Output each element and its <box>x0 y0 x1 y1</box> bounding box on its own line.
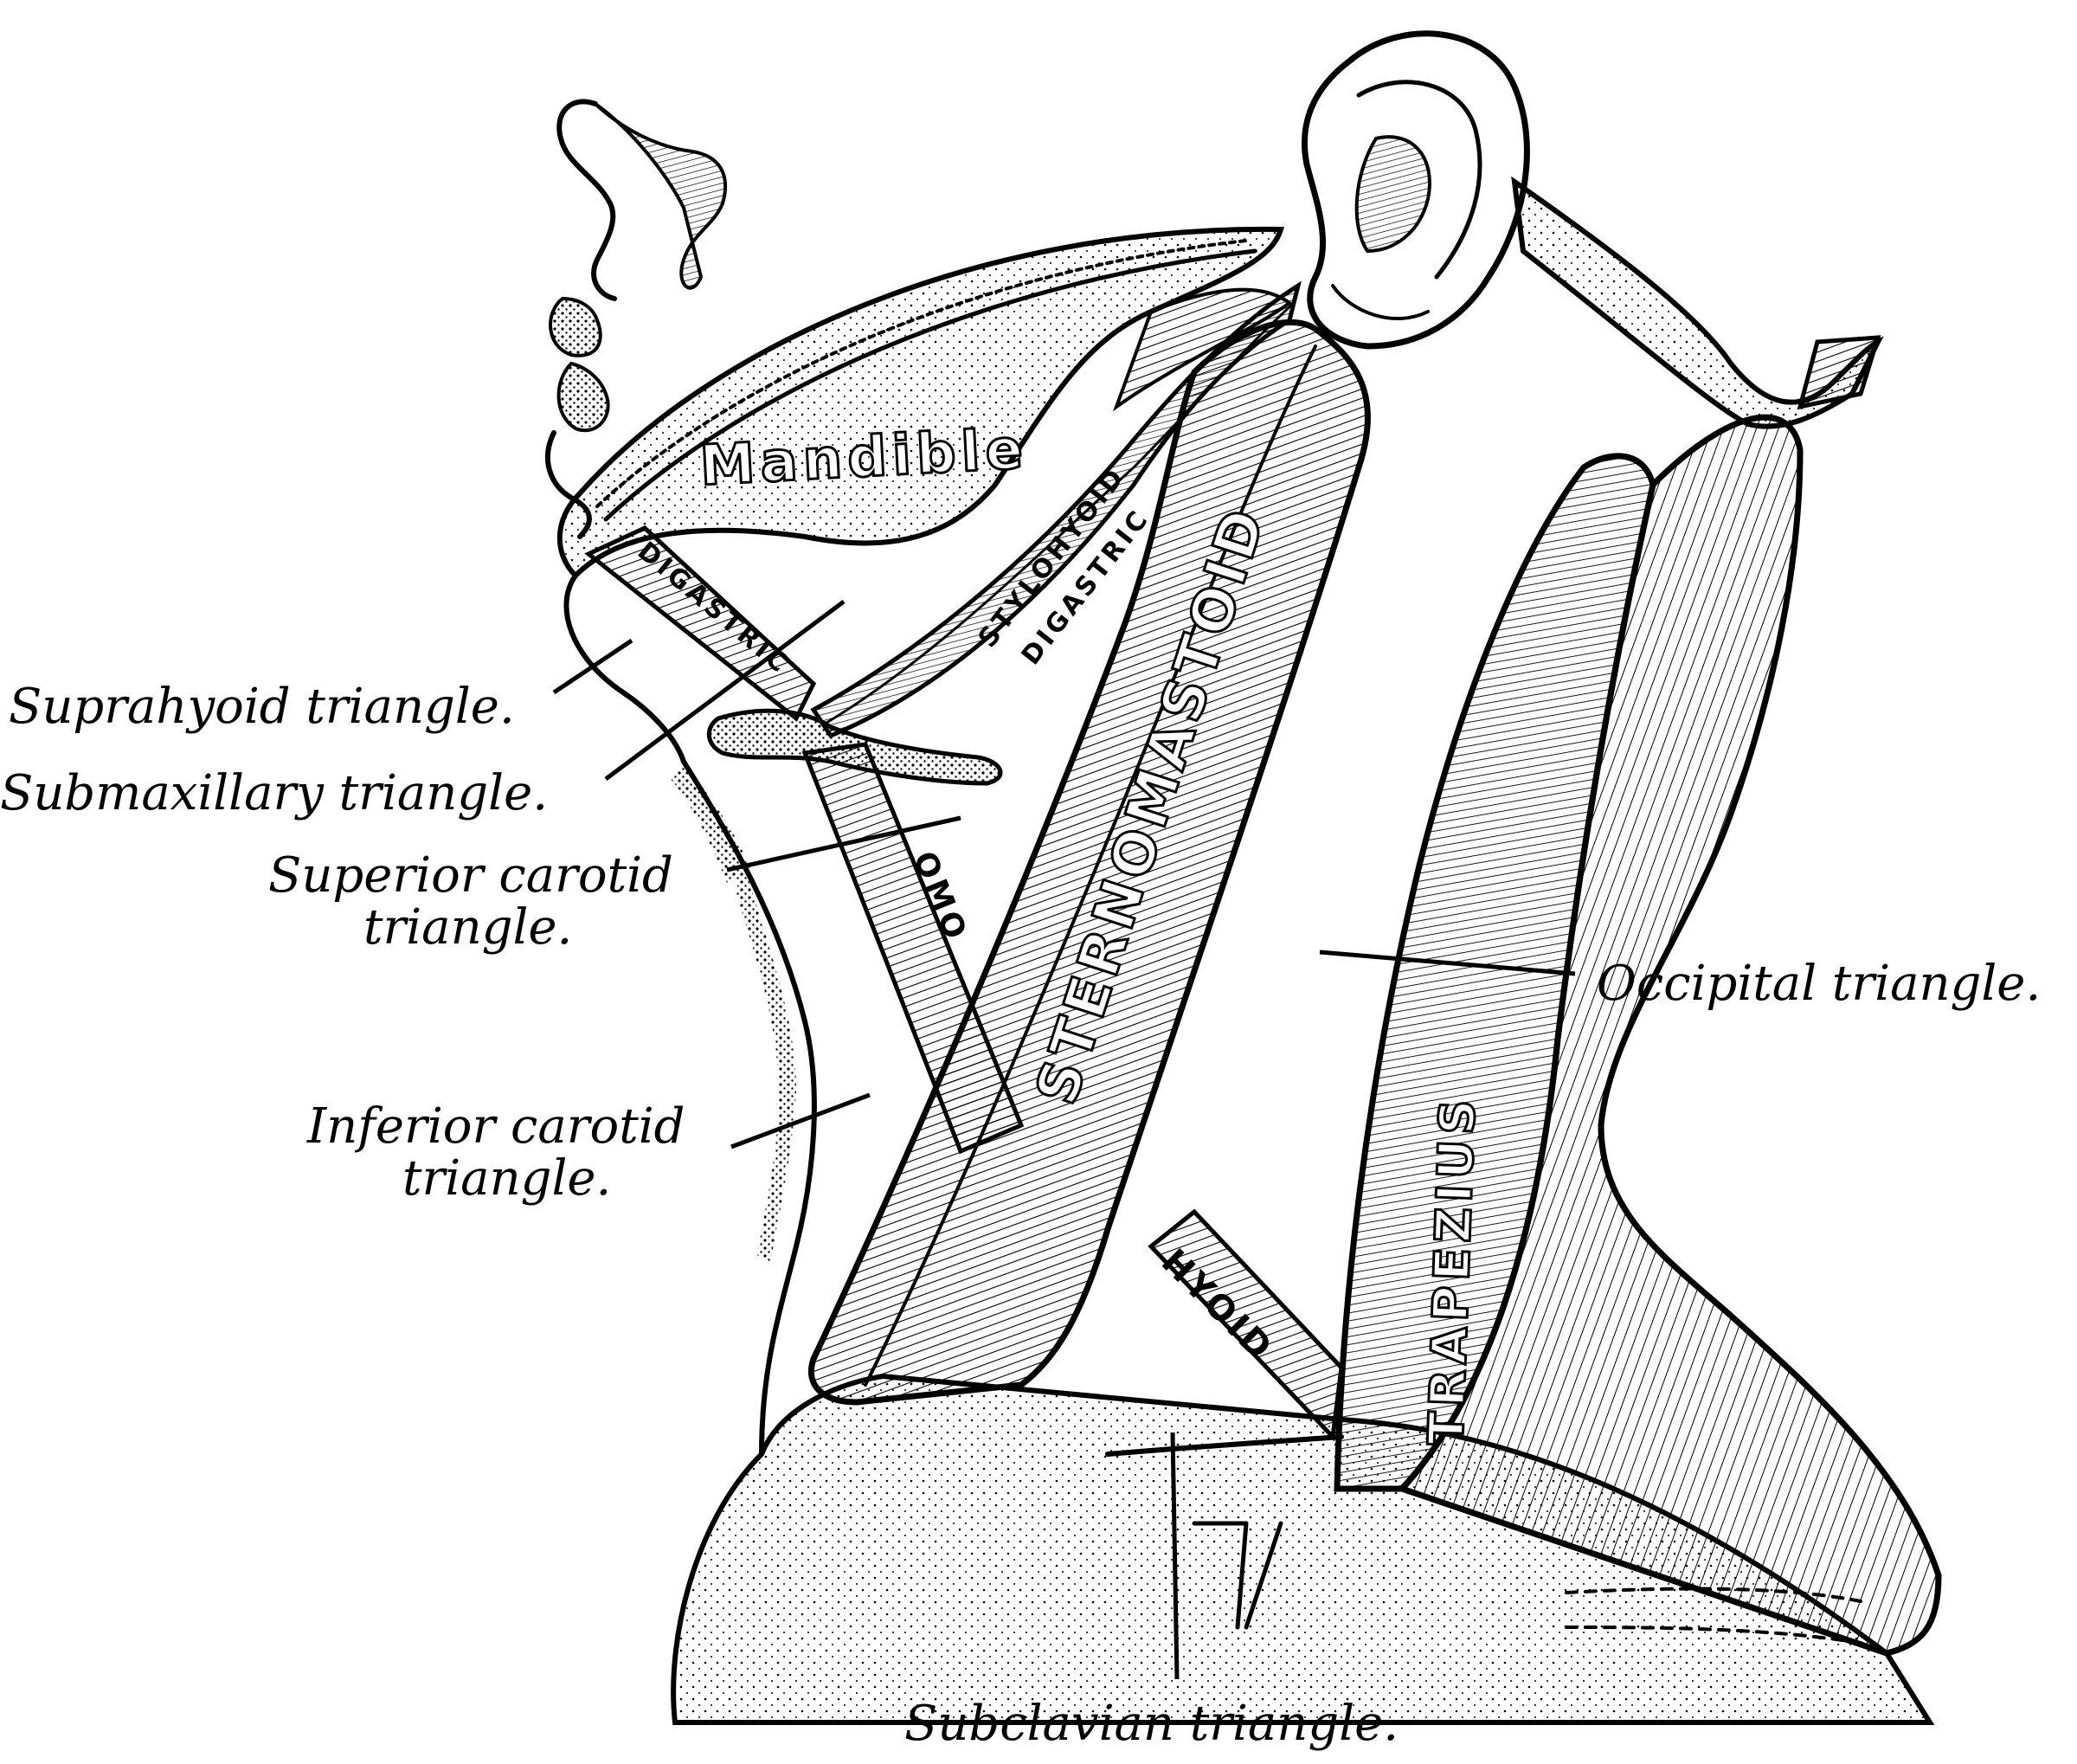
ear <box>1301 30 1530 350</box>
subclavian-triangle-label: Subclavian triangle. <box>904 1696 1399 1752</box>
occipital-border <box>1511 176 1884 429</box>
occipital-triangle-label: Occipital triangle. <box>1597 956 2041 1012</box>
superior-carotid-triangle-label-line2: triangle. <box>363 899 572 956</box>
sternomastoid-muscle <box>808 319 1371 1406</box>
inferior-carotid-triangle-label-line2: triangle. <box>402 1150 611 1207</box>
inferior-carotid-triangle-label-line1: Inferior carotid <box>306 1098 685 1155</box>
leader-lines <box>552 599 1576 1680</box>
mandible <box>556 226 1293 764</box>
submaxillary-triangle-label: Submaxillary triangle. <box>0 765 548 821</box>
digastric-anterior-muscle <box>584 525 817 722</box>
clavicle-region <box>671 1373 1935 1725</box>
superior-carotid-triangle-label-line1: Superior carotid <box>268 847 673 904</box>
trapezius-label: TRAPEZIUS <box>1418 1093 1487 1445</box>
trapezius-muscle <box>1334 414 1942 1657</box>
suprahyoid-triangle-label: Suprahyoid triangle. <box>9 679 515 735</box>
